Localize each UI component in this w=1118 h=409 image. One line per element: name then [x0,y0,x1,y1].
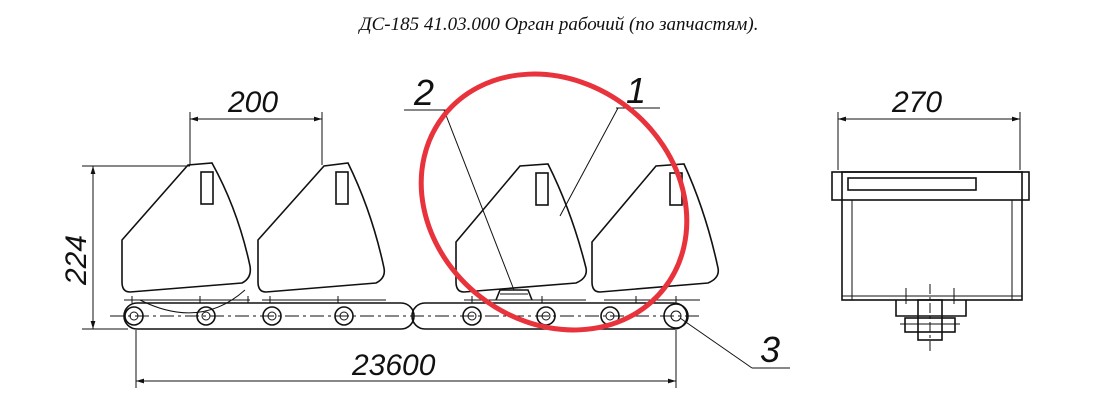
dimension-pitch-label: 200 [227,86,278,119]
callout-1-label: 1 [626,70,646,111]
callout-1: 1 [559,70,660,217]
dimension-pitch: 200 [189,86,323,165]
dimension-height: 224 [60,165,190,330]
bucket-3 [455,163,588,303]
dimension-width: 270 [838,86,1020,122]
dimension-length-label: 23600 [351,349,436,382]
callout-3-label: 3 [760,329,780,370]
bucket-2 [257,162,386,303]
callout-3: 3 [679,317,790,370]
bucket-1 [121,162,252,314]
highlight-ellipse [418,71,690,333]
callout-2-label: 2 [413,72,434,113]
dimension-height-label: 224 [60,235,93,286]
bucket-front-view [831,112,1030,352]
drawing-title: ДС-185 41.03.000 Орган рабочий (по запча… [359,14,759,35]
chain-side-view [110,302,700,330]
bucket-4 [591,163,720,303]
dimension-length: 23600 [135,330,677,388]
dimension-width-label: 270 [891,86,942,119]
callout-2: 2 [404,72,515,291]
